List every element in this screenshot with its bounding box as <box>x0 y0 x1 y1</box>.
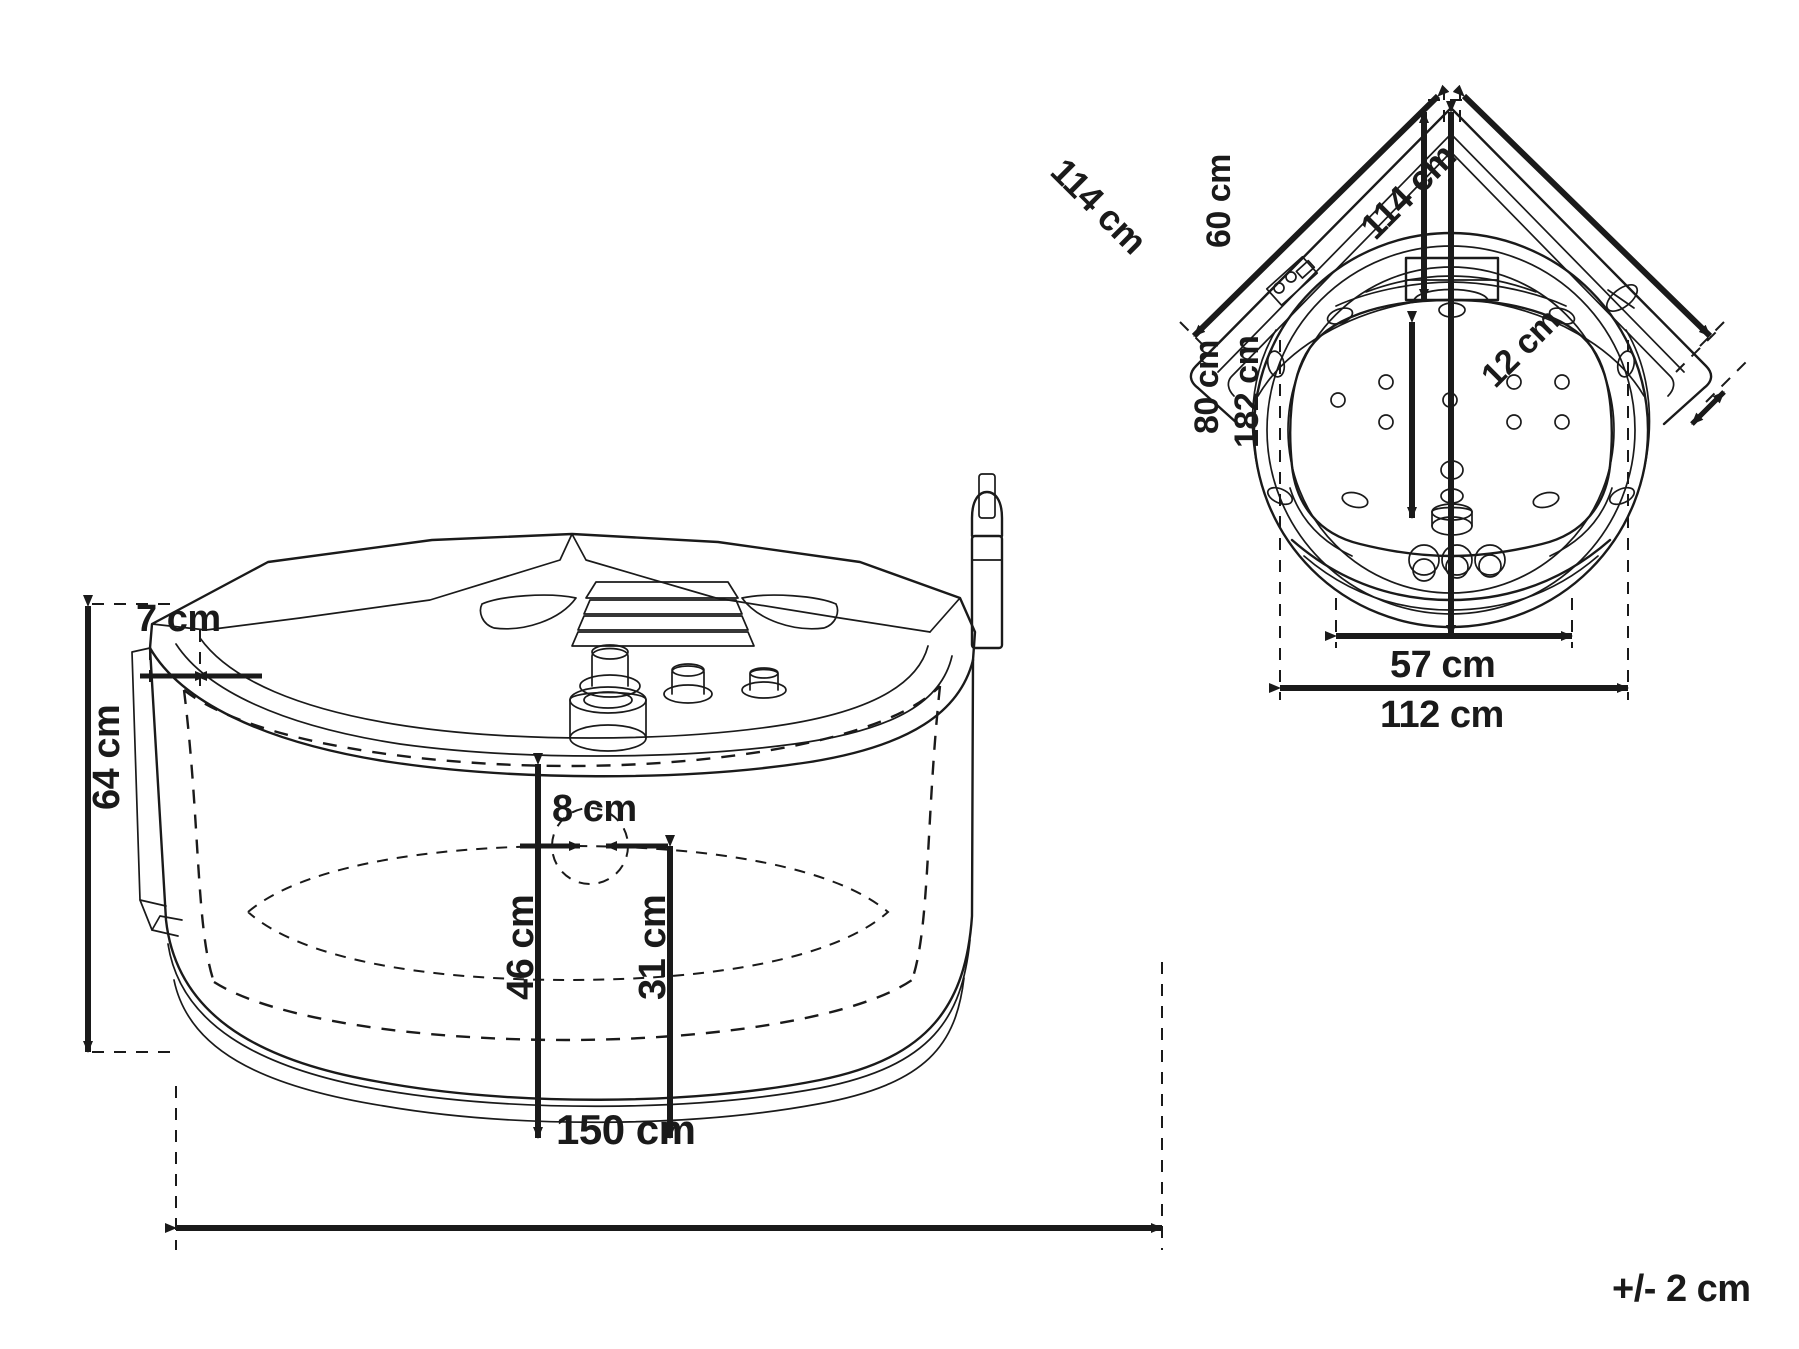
dim-label-overall-depth: 182 cm <box>1228 335 1266 448</box>
elevation-control-plate <box>571 581 755 647</box>
tolerance-note: +/- 2 cm <box>1612 1268 1751 1310</box>
dim-label-inner-depth: 46 cm <box>500 894 542 1000</box>
plan-control-panel <box>1265 255 1319 307</box>
elevation-fittings <box>569 644 787 752</box>
plan-front-fittings <box>1408 503 1506 582</box>
dim-label-height-total: 64 cm <box>86 704 128 810</box>
dim-label-width-total: 150 cm <box>556 1106 696 1153</box>
dim-label-front-outer: 112 cm <box>1380 694 1504 736</box>
top-plan-geometry <box>1179 84 1747 700</box>
dim-label-drain-diameter: 8 cm <box>552 788 637 830</box>
front-elevation-geometry <box>83 473 1163 1250</box>
dim-label-basin-length: 80 cm <box>1188 340 1226 434</box>
dim-label-rim-thickness: 7 cm <box>136 598 221 640</box>
dim-label-headrest-gap: 60 cm <box>1200 154 1238 248</box>
dim-label-water-depth: 31 cm <box>632 894 674 1000</box>
dim-label-front-inner: 57 cm <box>1390 644 1496 686</box>
